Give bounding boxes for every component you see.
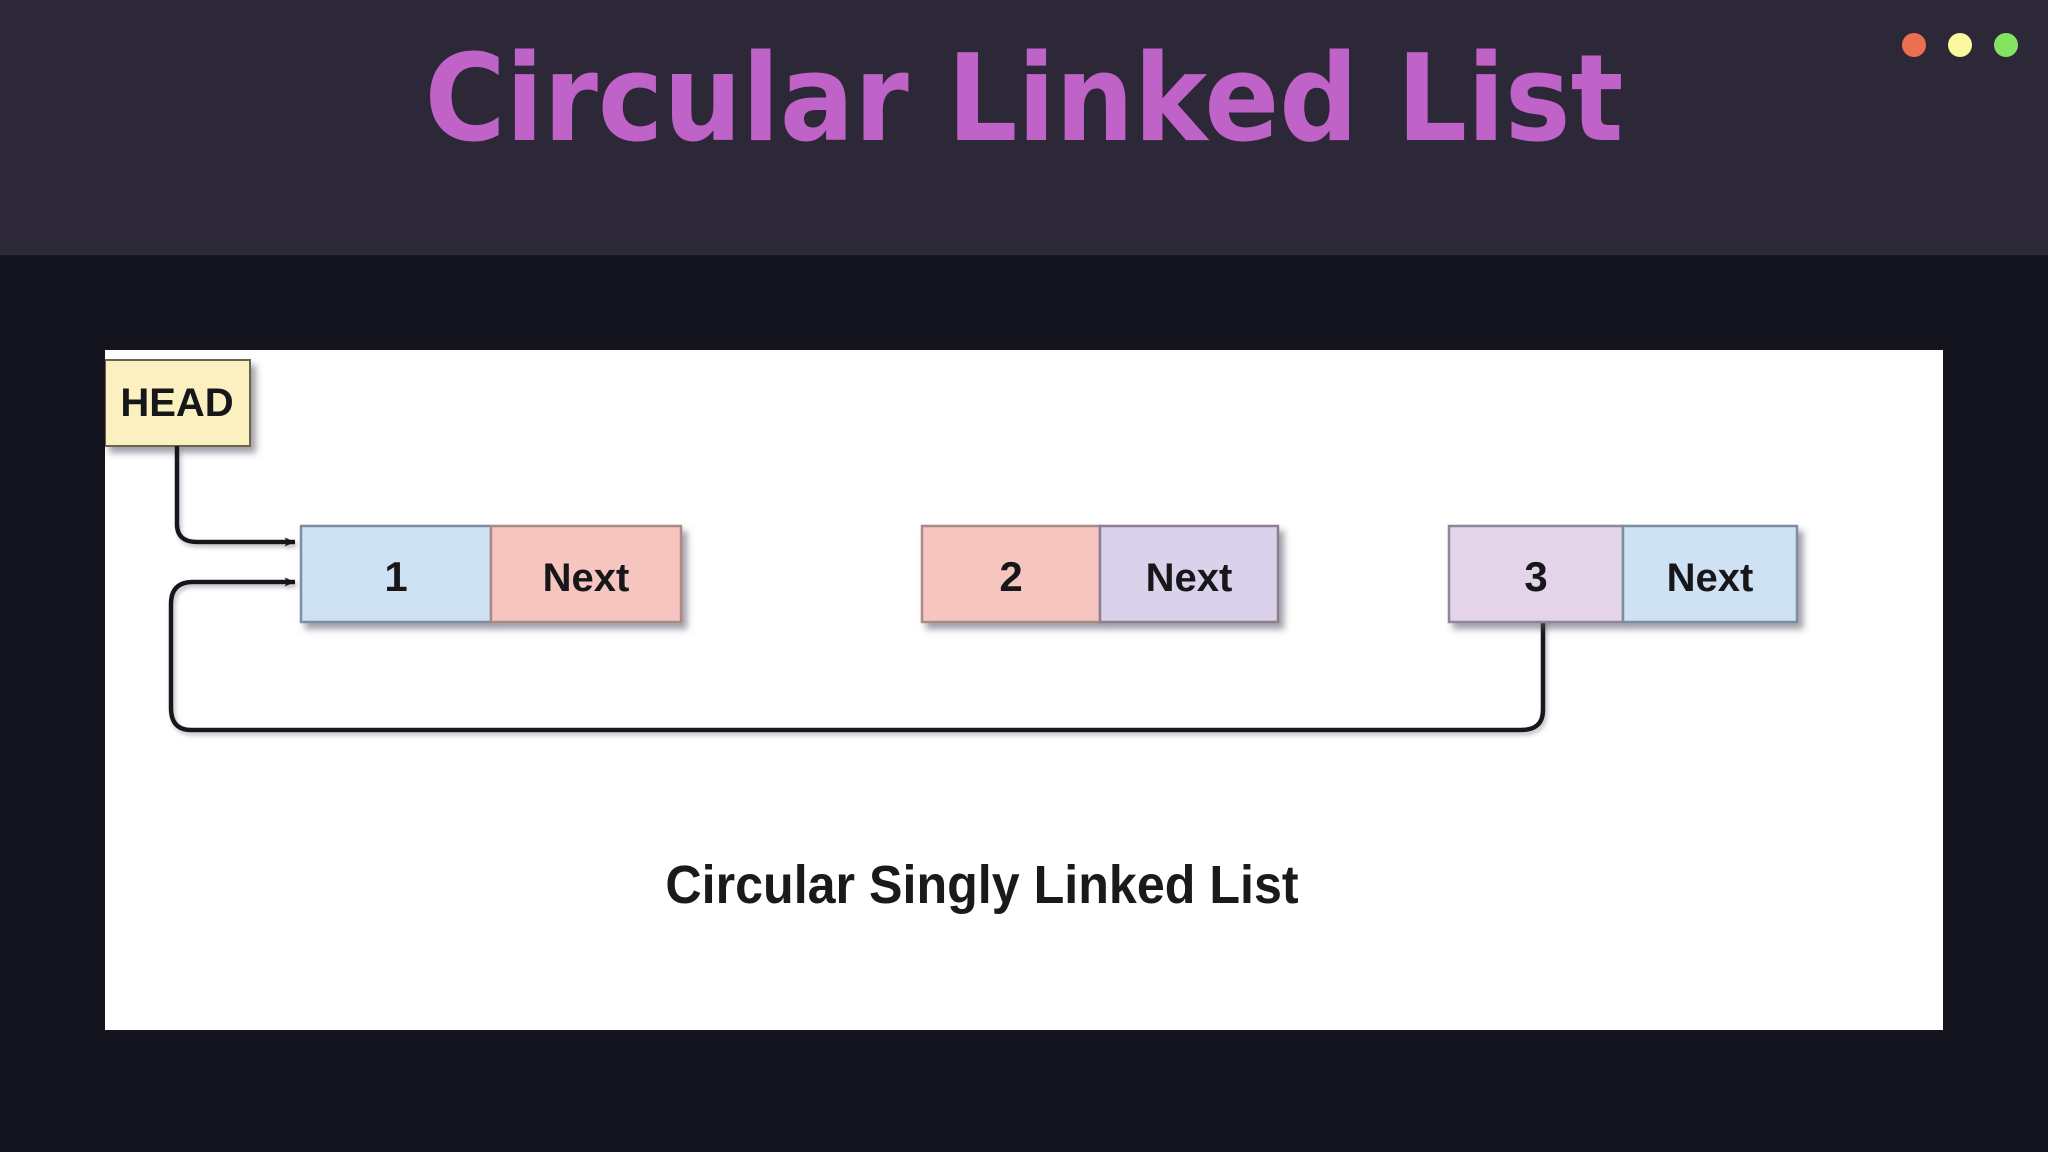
node-1-data-cell[interactable] [299, 524, 493, 624]
head-label: HEAD [120, 381, 233, 425]
node-1-next-cell[interactable] [489, 524, 683, 624]
node-1[interactable] [299, 524, 683, 624]
page-title: Circular Linked List [424, 30, 1624, 169]
node-2-value: 2 [999, 553, 1022, 600]
close-icon[interactable] [1902, 33, 1926, 57]
node-3-data-cell[interactable] [1447, 524, 1625, 624]
node-1-next-label: Next [543, 556, 630, 600]
window-titlebar: Circular Linked List [0, 0, 2048, 256]
head-box [105, 359, 251, 447]
node-3-next-cell[interactable] [1621, 524, 1799, 624]
node-3-value: 3 [1524, 553, 1547, 600]
node-3-next-label: Next [1667, 556, 1754, 600]
window-controls [1902, 33, 2018, 57]
maximize-icon[interactable] [1994, 33, 2018, 57]
minimize-icon[interactable] [1948, 33, 1972, 57]
diagram-canvas: HEAD 1 Next 2 Next [105, 350, 1943, 1030]
diagram-caption: Circular Singly Linked List [665, 855, 1298, 915]
node-2-next-cell[interactable] [1098, 524, 1280, 624]
node-1-value: 1 [384, 553, 407, 600]
node-3[interactable] [1447, 524, 1799, 624]
node-2-next-label: Next [1146, 556, 1233, 600]
linked-list-diagram: HEAD 1 Next 2 Next [105, 359, 1799, 915]
head-to-node1-arrow [174, 446, 296, 547]
head-pointer [105, 359, 251, 447]
node-2[interactable] [920, 524, 1280, 624]
